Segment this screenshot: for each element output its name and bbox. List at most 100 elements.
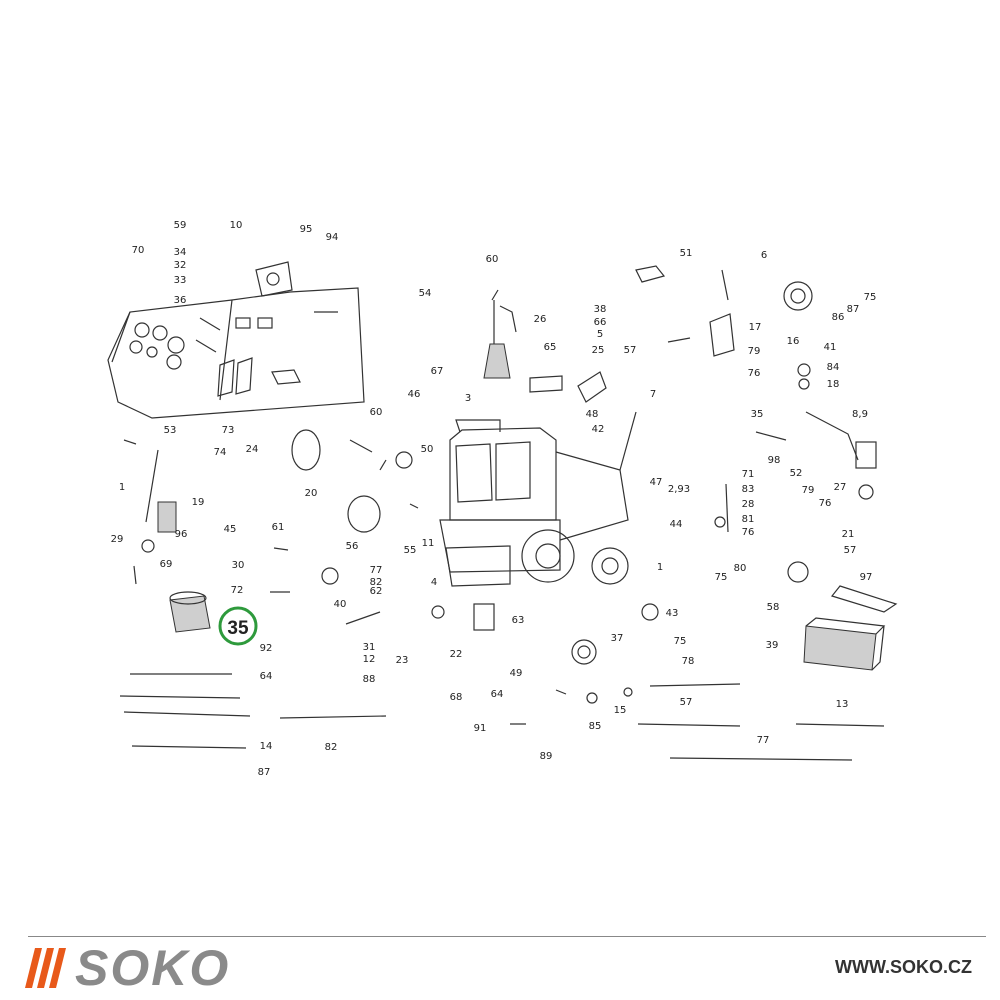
part-label: 14	[260, 741, 273, 752]
part-label: 35	[751, 409, 764, 420]
part-label: 56	[346, 541, 359, 552]
part-label: 46	[408, 389, 421, 400]
part-label: 87	[258, 767, 271, 778]
part-label: 36	[174, 295, 187, 306]
part-label: 75	[715, 572, 728, 583]
part-label: 41	[824, 342, 837, 353]
part-label: 55	[404, 545, 417, 556]
part-label: 66	[594, 317, 607, 328]
part-label: 76	[742, 527, 755, 538]
part-label: 1	[657, 562, 663, 573]
part-label: 91	[474, 723, 487, 734]
part-label: 95	[300, 224, 313, 235]
part-label: 1	[119, 482, 125, 493]
part-label: 2,93	[668, 484, 690, 495]
part-label: 23	[396, 655, 409, 666]
logo-bars-icon	[25, 948, 66, 988]
part-label: 80	[734, 563, 747, 574]
part-label: 77	[370, 565, 383, 576]
part-label: 12	[363, 654, 376, 665]
part-label: 62	[370, 586, 383, 597]
part-label: 67	[431, 366, 444, 377]
part-label: 16	[787, 336, 800, 347]
part-label: 47	[650, 477, 663, 488]
part-label: 94	[326, 232, 339, 243]
callout-35-text: 35	[227, 618, 249, 639]
part-label: 40	[334, 599, 347, 610]
part-label: 32	[174, 260, 187, 271]
part-label: 60	[486, 254, 499, 265]
battery	[803, 585, 898, 671]
part-label: 26	[534, 314, 547, 325]
part-label: 97	[860, 572, 873, 583]
footer-divider	[28, 936, 986, 937]
dashboard-panel	[107, 287, 365, 419]
part-label: 57	[680, 697, 693, 708]
part-label: 88	[363, 674, 376, 685]
part-label: 20	[305, 488, 318, 499]
part-label: 6	[761, 250, 767, 261]
part-label: 43	[666, 608, 679, 619]
part-label: 64	[491, 689, 504, 700]
part-label: 84	[827, 362, 840, 373]
part-label: 60	[370, 407, 383, 418]
part-label: 65	[544, 342, 557, 353]
part-label: 50	[421, 444, 434, 455]
part-label: 19	[192, 497, 205, 508]
part-label: 44	[670, 519, 683, 530]
part-label: 17	[749, 322, 762, 333]
part-label: 31	[363, 642, 376, 653]
part-label: 70	[132, 245, 145, 256]
part-label: 27	[834, 482, 847, 493]
part-label: 10	[230, 220, 243, 231]
part-label: 79	[748, 346, 761, 357]
part-label: 53	[164, 425, 177, 436]
relay-part-35	[169, 591, 211, 633]
part-label: 74	[214, 447, 227, 458]
part-label: 4	[431, 577, 437, 588]
part-label: 45	[224, 524, 237, 535]
part-label: 15	[614, 705, 627, 716]
part-label: 11	[422, 538, 435, 549]
callout-35: 35	[218, 606, 258, 646]
part-label: 98	[768, 455, 781, 466]
part-label: 59	[174, 220, 187, 231]
part-label: 90	[0, 0, 6, 3]
part-label: 92	[260, 643, 273, 654]
part-label: 75	[674, 636, 687, 647]
part-label: 30	[232, 560, 245, 571]
cable-set	[119, 673, 885, 761]
part-label: 76	[819, 498, 832, 509]
part-label: 61	[272, 522, 285, 533]
part-label: 81	[742, 514, 755, 525]
part-label: 57	[624, 345, 637, 356]
part-label: 28	[742, 499, 755, 510]
part-label: 73	[222, 425, 235, 436]
part-label: 63	[512, 615, 525, 626]
part-label: 71	[742, 469, 755, 480]
part-label: 49	[510, 668, 523, 679]
part-label: 18	[827, 379, 840, 390]
part-label: 34	[174, 247, 187, 258]
part-label: 77	[757, 735, 770, 746]
part-label: 89	[540, 751, 553, 762]
part-label: 78	[682, 656, 695, 667]
part-label: 33	[174, 275, 187, 286]
part-label: 29	[111, 534, 124, 545]
part-label: 42	[592, 424, 605, 435]
part-label: 25	[592, 345, 605, 356]
part-label: 96	[175, 529, 188, 540]
part-label: 58	[767, 602, 780, 613]
part-label: 82	[370, 577, 383, 588]
part-label: 24	[246, 444, 259, 455]
part-label: 85	[589, 721, 602, 732]
part-label: 76	[748, 368, 761, 379]
brand-name: SOKO	[75, 940, 231, 996]
small-parts	[123, 265, 877, 725]
part-label: 68	[450, 692, 463, 703]
part-label: 82	[325, 742, 338, 753]
part-label: 38	[594, 304, 607, 315]
part-label: 39	[766, 640, 779, 651]
